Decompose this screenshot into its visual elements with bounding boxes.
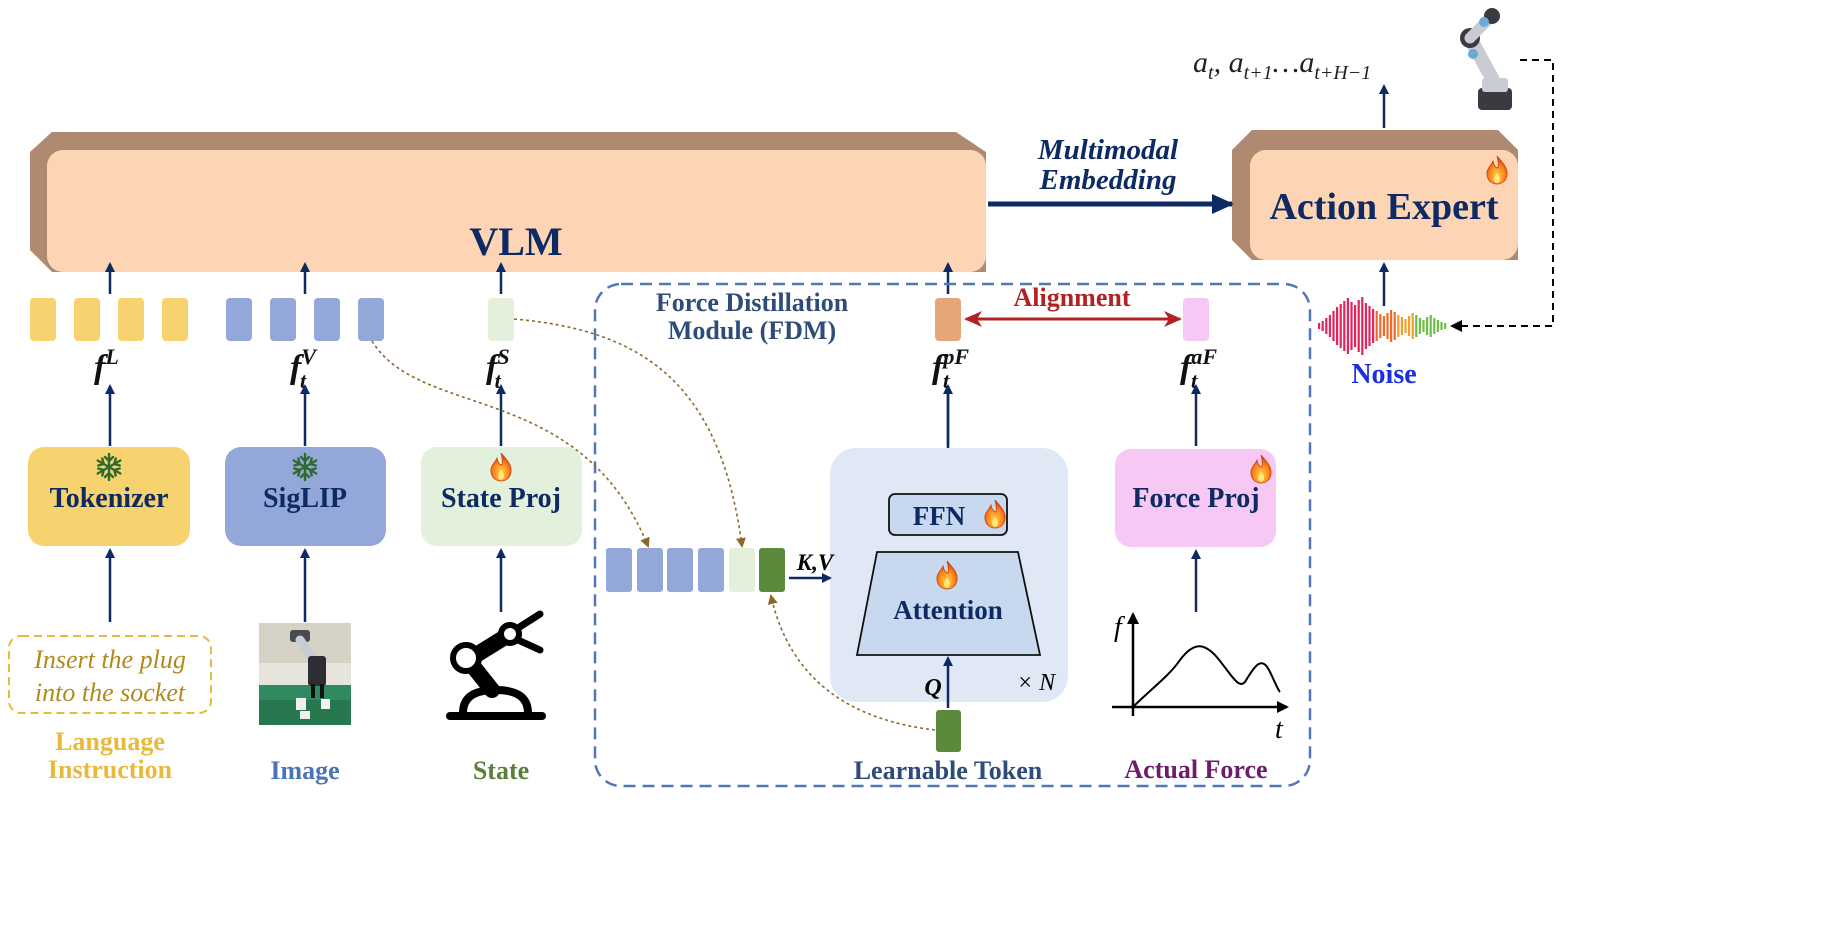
tokenizer-module: Tokenizer: [28, 447, 190, 546]
waveform-bar: [1440, 322, 1443, 330]
language-label-line1: Language: [55, 727, 165, 756]
waveform-bar: [1346, 298, 1349, 354]
waveform-bar: [1411, 313, 1414, 339]
waveform-bar: [1343, 301, 1346, 351]
action-expert-label: Action Expert: [1269, 186, 1498, 228]
waveform-bar: [1368, 306, 1371, 346]
waveform-bar: [1393, 312, 1396, 340]
predicted-force-token: [935, 298, 961, 341]
feature-label-fL: fL: [94, 344, 119, 386]
waveform-bar: [1375, 311, 1378, 341]
state-label: State: [473, 756, 529, 785]
state-proj-module: State Proj: [421, 447, 582, 546]
waveform-bar: [1379, 314, 1382, 338]
kv-label: K,V: [796, 550, 835, 575]
waveform-bar: [1408, 316, 1411, 336]
learnable-token-label: Learnable Token: [854, 756, 1043, 785]
waveform-bar: [1336, 307, 1339, 345]
waveform-bar: [1357, 300, 1360, 352]
feedback-dashed-arrow: [1450, 59, 1554, 332]
force-curve-icon: [1112, 612, 1289, 716]
waveform-bar: [1404, 319, 1407, 333]
svg-text:Force Proj: Force Proj: [1132, 483, 1259, 514]
fdm-title-line1: Force Distillation: [656, 288, 849, 317]
robot-photo-icon: [259, 623, 351, 725]
waveform-bar: [1390, 310, 1393, 342]
noise-label: Noise: [1351, 359, 1416, 390]
language-label-line2: Instruction: [48, 755, 173, 784]
ffn-box: [888, 493, 1008, 536]
waveform-bar: [1429, 315, 1432, 337]
svg-text:Insert the plug: Insert the plug: [33, 645, 186, 674]
waveform-bar: [1364, 303, 1367, 349]
waveform-bar: [1372, 309, 1375, 343]
actual-force-label: Actual Force: [1124, 755, 1267, 784]
svg-text:into the socket: into the socket: [35, 678, 186, 707]
force-plot-xlabel: t: [1275, 714, 1284, 745]
svg-text:FFN: FFN: [913, 501, 966, 531]
language-instruction-input: Insert the plug into the socket: [8, 635, 212, 714]
kv-token-row: [606, 548, 785, 592]
waveform-bar: [1436, 320, 1439, 332]
waveform-bar: [1382, 316, 1385, 336]
waveform-bar: [1332, 311, 1335, 341]
fdm-container: [593, 282, 1312, 788]
learnable-token: [936, 710, 961, 752]
waveform-bar: [1418, 318, 1421, 334]
attention-panel: FFN Attention × N: [830, 448, 1068, 702]
force-proj-module: Force Proj: [1115, 449, 1276, 547]
vlm-block: VLM: [30, 132, 986, 272]
waveform-bar: [1354, 305, 1357, 347]
waveform-bar: [1350, 302, 1353, 350]
waveform-bar: [1444, 323, 1447, 329]
actual-force-token: [1183, 298, 1209, 341]
waveform-bar: [1318, 323, 1321, 329]
waveform-bar: [1422, 320, 1425, 332]
waveform-bar: [1361, 297, 1364, 355]
vlm-label: VLM: [469, 219, 562, 264]
action-expert-block: Action Expert: [1232, 130, 1518, 260]
image-label: Image: [270, 756, 339, 785]
robot-arm-icon: [446, 610, 546, 720]
state-token: [488, 298, 514, 341]
robot-arm-image: [1460, 8, 1512, 110]
vision-tokens: [226, 298, 384, 341]
multimodal-label-line1: Multimodal: [1037, 134, 1179, 166]
multimodal-label-line2: Embedding: [1039, 164, 1177, 196]
svg-text:SigLIP: SigLIP: [263, 483, 347, 514]
output-actions: at, at+1…at+H−1: [1193, 46, 1371, 84]
waveform-bar: [1321, 321, 1324, 331]
siglip-module: SigLIP: [225, 447, 386, 546]
waveform-bar: [1415, 315, 1418, 337]
q-label: Q: [924, 675, 941, 701]
waveform-bar: [1400, 317, 1403, 335]
waveform-bar: [1397, 315, 1400, 337]
waveform-bar: [1386, 313, 1389, 339]
waveform-bar: [1339, 304, 1342, 348]
alignment-label: Alignment: [1014, 283, 1131, 312]
waveform-bar: [1433, 318, 1436, 334]
force-plot-ylabel: f: [1114, 612, 1125, 643]
attention-box: [855, 551, 1042, 656]
waveform-bar: [1426, 317, 1429, 335]
svg-text:Attention: Attention: [893, 595, 1003, 625]
svg-text:Tokenizer: Tokenizer: [50, 483, 169, 514]
language-tokens: [30, 298, 188, 341]
waveform-icon: [1318, 297, 1447, 355]
fdm-title-line2: Module (FDM): [668, 316, 836, 345]
waveform-bar: [1325, 318, 1328, 334]
waveform-bar: [1328, 315, 1331, 337]
times-n-label: × N: [1017, 670, 1057, 696]
svg-text:State Proj: State Proj: [441, 483, 561, 514]
